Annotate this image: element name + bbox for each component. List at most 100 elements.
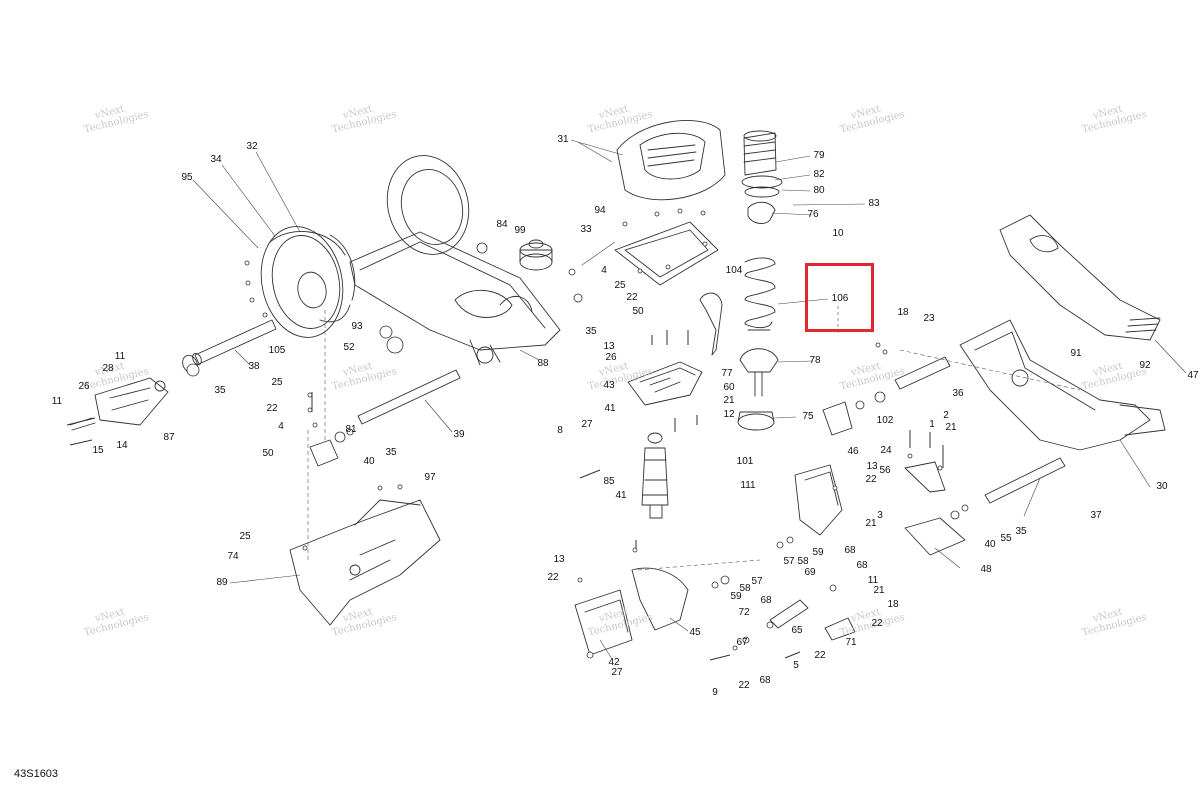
callout-13[interactable]: 13	[553, 554, 565, 565]
callout-33[interactable]: 33	[580, 224, 592, 235]
callout-34[interactable]: 34	[210, 154, 222, 165]
callout-79[interactable]: 79	[813, 150, 825, 161]
callout-58[interactable]: 58	[739, 583, 751, 594]
callout-35[interactable]: 35	[214, 385, 226, 396]
callout-22[interactable]: 22	[814, 650, 826, 661]
callout-35[interactable]: 35	[385, 447, 397, 458]
callout-104[interactable]: 104	[725, 265, 743, 276]
callout-78[interactable]: 78	[809, 355, 821, 366]
callout-22[interactable]: 22	[865, 474, 877, 485]
callout-77[interactable]: 77	[721, 368, 733, 379]
callout-18[interactable]: 18	[897, 307, 909, 318]
callout-22[interactable]: 22	[738, 680, 750, 691]
callout-18[interactable]: 18	[887, 599, 899, 610]
callout-101[interactable]: 101	[736, 456, 754, 467]
callout-41[interactable]: 41	[604, 403, 616, 414]
callout-58[interactable]: 58	[797, 556, 809, 567]
callout-93[interactable]: 93	[351, 321, 363, 332]
callout-13[interactable]: 13	[603, 341, 615, 352]
callout-68[interactable]: 68	[856, 560, 868, 571]
callout-68[interactable]: 68	[760, 595, 772, 606]
callout-37[interactable]: 37	[1090, 510, 1102, 521]
callout-26[interactable]: 26	[605, 352, 617, 363]
callout-4[interactable]: 4	[278, 421, 284, 432]
callout-89[interactable]: 89	[216, 577, 228, 588]
callout-84[interactable]: 84	[496, 219, 508, 230]
callout-21[interactable]: 21	[945, 422, 957, 433]
callout-21[interactable]: 21	[865, 518, 877, 529]
callout-9[interactable]: 9	[712, 687, 718, 698]
callout-22[interactable]: 22	[547, 572, 559, 583]
callout-21[interactable]: 21	[723, 395, 735, 406]
callout-68[interactable]: 68	[844, 545, 856, 556]
callout-12[interactable]: 12	[723, 409, 735, 420]
callout-82[interactable]: 82	[813, 169, 825, 180]
callout-105[interactable]: 105	[268, 345, 286, 356]
callout-81[interactable]: 81	[345, 424, 357, 435]
callout-23[interactable]: 23	[923, 313, 935, 324]
callout-39[interactable]: 39	[453, 429, 465, 440]
callout-106[interactable]: 106	[831, 293, 849, 304]
callout-59[interactable]: 59	[730, 591, 742, 602]
callout-74[interactable]: 74	[227, 551, 239, 562]
callout-45[interactable]: 45	[689, 627, 701, 638]
callout-21[interactable]: 21	[873, 585, 885, 596]
callout-92[interactable]: 92	[1139, 360, 1151, 371]
callout-5[interactable]: 5	[793, 660, 799, 671]
callout-75[interactable]: 75	[802, 411, 814, 422]
callout-35[interactable]: 35	[1015, 526, 1027, 537]
callout-27[interactable]: 27	[581, 419, 593, 430]
callout-60[interactable]: 60	[723, 382, 735, 393]
callout-31[interactable]: 31	[557, 134, 569, 145]
callout-10[interactable]: 10	[832, 228, 844, 239]
callout-4[interactable]: 4	[601, 265, 607, 276]
callout-8[interactable]: 8	[557, 425, 563, 436]
callout-71[interactable]: 71	[845, 637, 857, 648]
callout-11[interactable]: 11	[867, 575, 879, 586]
callout-65[interactable]: 65	[791, 625, 803, 636]
callout-50[interactable]: 50	[262, 448, 274, 459]
callout-3[interactable]: 3	[877, 510, 883, 521]
callout-69[interactable]: 69	[804, 567, 816, 578]
callout-87[interactable]: 87	[163, 432, 175, 443]
callout-43[interactable]: 43	[603, 380, 615, 391]
callout-30[interactable]: 30	[1156, 481, 1168, 492]
callout-57[interactable]: 57	[783, 556, 795, 567]
callout-22[interactable]: 22	[266, 403, 278, 414]
callout-68[interactable]: 68	[759, 675, 771, 686]
callout-24[interactable]: 24	[880, 445, 892, 456]
callout-55[interactable]: 55	[1000, 533, 1012, 544]
callout-91[interactable]: 91	[1070, 348, 1082, 359]
callout-41[interactable]: 41	[615, 490, 627, 501]
callout-50[interactable]: 50	[632, 306, 644, 317]
callout-13[interactable]: 13	[866, 461, 878, 472]
callout-111[interactable]: 111	[740, 480, 756, 491]
callout-102[interactable]: 102	[876, 415, 894, 426]
callout-32[interactable]: 32	[246, 141, 258, 152]
callout-2[interactable]: 2	[943, 410, 949, 421]
callout-47[interactable]: 47	[1187, 370, 1199, 381]
callout-38[interactable]: 38	[248, 361, 260, 372]
callout-1[interactable]: 1	[929, 419, 935, 430]
callout-35[interactable]: 35	[585, 326, 597, 337]
callout-15[interactable]: 15	[92, 445, 104, 456]
callout-40[interactable]: 40	[984, 539, 996, 550]
callout-52[interactable]: 52	[343, 342, 355, 353]
callout-76[interactable]: 76	[807, 209, 819, 220]
callout-28[interactable]: 28	[102, 363, 114, 374]
callout-80[interactable]: 80	[813, 185, 825, 196]
callout-85[interactable]: 85	[603, 476, 615, 487]
callout-97[interactable]: 97	[424, 472, 436, 483]
callout-67[interactable]: 67	[736, 637, 748, 648]
callout-25[interactable]: 25	[239, 531, 251, 542]
callout-56[interactable]: 56	[879, 465, 891, 476]
callout-11[interactable]: 11	[51, 396, 63, 407]
callout-46[interactable]: 46	[847, 446, 859, 457]
callout-72[interactable]: 72	[738, 607, 750, 618]
callout-40[interactable]: 40	[363, 456, 375, 467]
callout-25[interactable]: 25	[614, 280, 626, 291]
callout-14[interactable]: 14	[116, 440, 128, 451]
callout-27[interactable]: 27	[611, 667, 623, 678]
callout-25[interactable]: 25	[271, 377, 283, 388]
callout-57[interactable]: 57	[751, 576, 763, 587]
